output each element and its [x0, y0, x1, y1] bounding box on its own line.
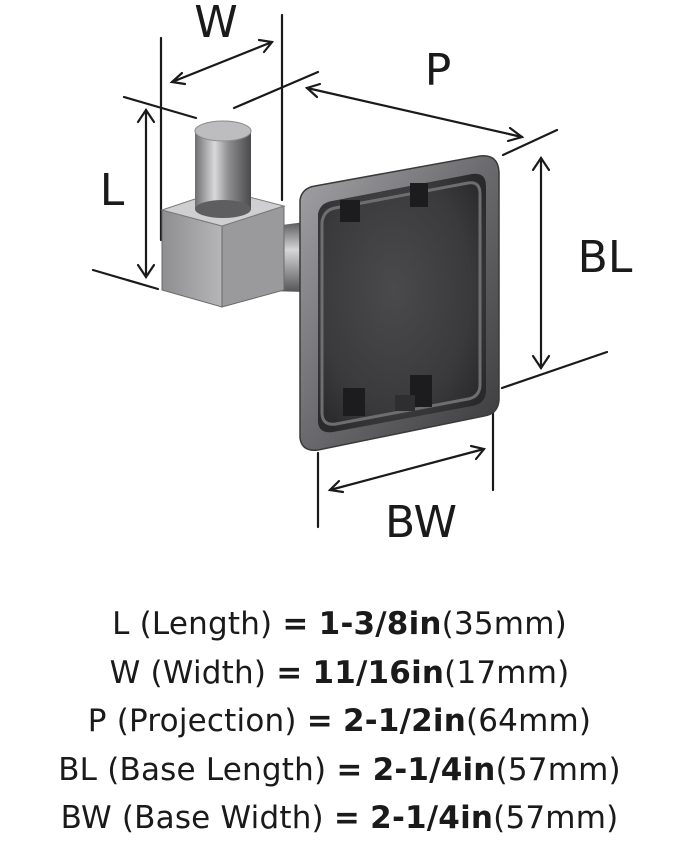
spec-metric: (64mm): [465, 703, 592, 739]
dimension-specs-list: L (Length) = 1-3/8in(35mm) W (Width) = 1…: [0, 600, 679, 843]
spec-abbr: W: [109, 654, 141, 691]
spec-abbr: BL: [58, 751, 98, 788]
spec-value: 2-1/4in: [370, 800, 494, 836]
spec-name: (Length): [139, 606, 273, 642]
spec-value: 1-3/8in: [318, 606, 442, 642]
spec-line-base-length: BL (Base Length) = 2-1/4in(57mm): [0, 746, 679, 795]
spec-abbr: L: [112, 606, 130, 642]
spec-name: (Base Length): [107, 751, 327, 788]
spec-name: (Base Width): [121, 800, 324, 836]
spec-equals: =: [276, 654, 303, 691]
length-dimension-label: L: [100, 165, 125, 216]
spec-line-projection: P (Projection) = 2-1/2in(64mm): [0, 697, 679, 746]
spec-equals: =: [333, 800, 361, 836]
spec-line-base-width: BW (Base Width) = 2-1/4in(57mm): [0, 794, 679, 843]
width-dimension-label: W: [194, 0, 238, 48]
spec-metric: (17mm): [444, 654, 570, 691]
product-dimension-diagram: W P L BL BW: [91, 0, 633, 548]
base-length-dimension-label: BL: [578, 232, 633, 283]
base-width-dimension-label: BW: [385, 497, 457, 548]
dimension-lines: [91, 13, 609, 529]
projection-dimension-label: P: [425, 45, 452, 96]
spec-value: 11/16in: [312, 654, 445, 691]
spec-metric: (35mm): [441, 606, 567, 642]
robe-hook-product-image: [160, 120, 500, 451]
spec-metric: (57mm): [493, 800, 619, 836]
spec-value: 2-1/2in: [342, 703, 466, 739]
spec-value: 2-1/4in: [372, 751, 496, 788]
spec-equals: =: [336, 751, 363, 788]
spec-abbr: BW: [60, 800, 112, 836]
spec-line-length: L (Length) = 1-3/8in(35mm): [0, 600, 679, 649]
spec-name: (Width): [150, 654, 267, 691]
spec-abbr: P: [87, 703, 107, 739]
spec-name: (Projection): [116, 703, 297, 739]
spec-line-width: W (Width) = 11/16in(17mm): [0, 649, 679, 698]
spec-equals: =: [282, 606, 309, 642]
spec-equals: =: [306, 703, 333, 739]
spec-metric: (57mm): [495, 751, 621, 788]
